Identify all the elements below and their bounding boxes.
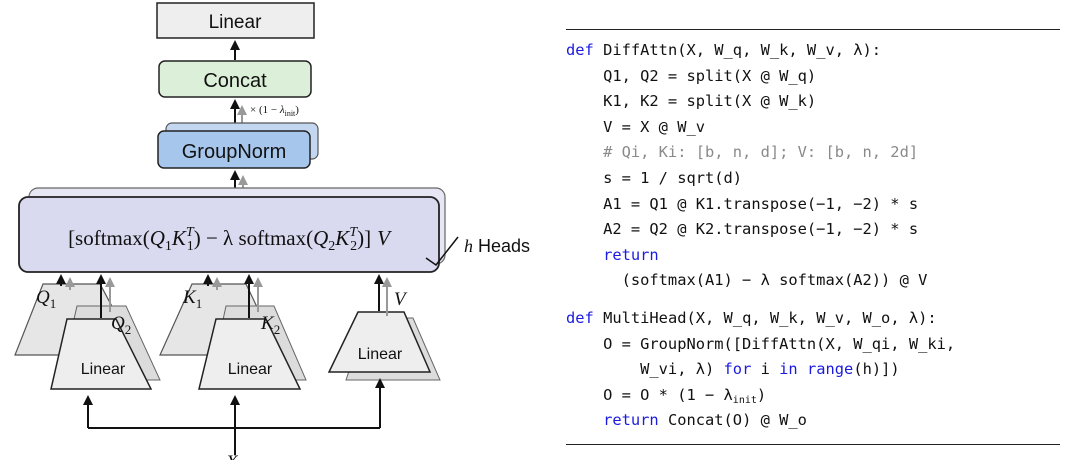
code-spacer	[566, 294, 1060, 306]
code-line: A2 = Q2 @ K2.transpose(−1, −2) * s	[566, 220, 919, 239]
code-line: def DiffAttn(X, W_q, W_k, W_v, λ):	[566, 41, 882, 59]
code-line: Q1, Q2 = split(X @ W_q)	[566, 66, 817, 85]
diff-attention-diagram: Linear Concat × (1 − λinit) GroupNorm [s…	[14, 2, 530, 460]
code-line: O = O * (1 − λinit)	[566, 385, 767, 406]
label-k1: K1	[182, 287, 202, 311]
code-line: W_vi, λ) for i in range(h)])	[566, 360, 900, 379]
code-line: return Concat(O) @ W_o	[566, 411, 807, 430]
label-v: V	[394, 289, 408, 310]
linear-v-block: Linear	[327, 311, 441, 381]
label-q2: Q2	[111, 313, 131, 337]
concat-label: Concat	[203, 70, 267, 92]
label-q1: Q1	[36, 287, 56, 311]
groupnorm-block: GroupNorm	[157, 122, 319, 169]
code-line: return	[566, 245, 659, 264]
linear-k-block: Linear	[159, 283, 307, 390]
heads-bracket	[425, 236, 459, 267]
linear-q-label: Linear	[81, 361, 126, 378]
code-line: V = X @ W_v	[566, 117, 705, 136]
concat-block: Concat	[158, 60, 312, 98]
code-listing: def DiffAttn(X, W_q, W_k, W_v, λ): Q1, Q…	[566, 29, 1060, 445]
label-x: X	[225, 452, 239, 460]
code-line: (softmax(A1) − λ softmax(A2)) @ V	[566, 271, 928, 290]
linear-output-block: Linear	[156, 2, 315, 39]
code-line: O = GroupNorm([DiffAttn(X, W_qi, W_ki,	[566, 334, 956, 353]
code-line: A1 = Q1 @ K1.transpose(−1, −2) * s	[566, 194, 919, 213]
groupnorm-label: GroupNorm	[182, 141, 286, 163]
label-k2: K2	[260, 313, 280, 337]
code-line: s = 1 / sqrt(d)	[566, 168, 743, 187]
linear-k-label: Linear	[228, 361, 273, 378]
code-line: def MultiHead(X, W_q, W_k, W_v, W_o, λ):	[566, 308, 937, 327]
linear-q-block: Linear	[14, 283, 161, 390]
code-line: K1, K2 = split(X @ W_k)	[566, 92, 817, 111]
linear-v-label: Linear	[358, 346, 403, 363]
linear-output-label: Linear	[209, 12, 262, 33]
scale-factor-label: × (1 − λinit)	[250, 104, 299, 118]
code-comment: # Qi, Ki: [b, n, d]; V: [b, n, 2d]	[566, 143, 919, 162]
